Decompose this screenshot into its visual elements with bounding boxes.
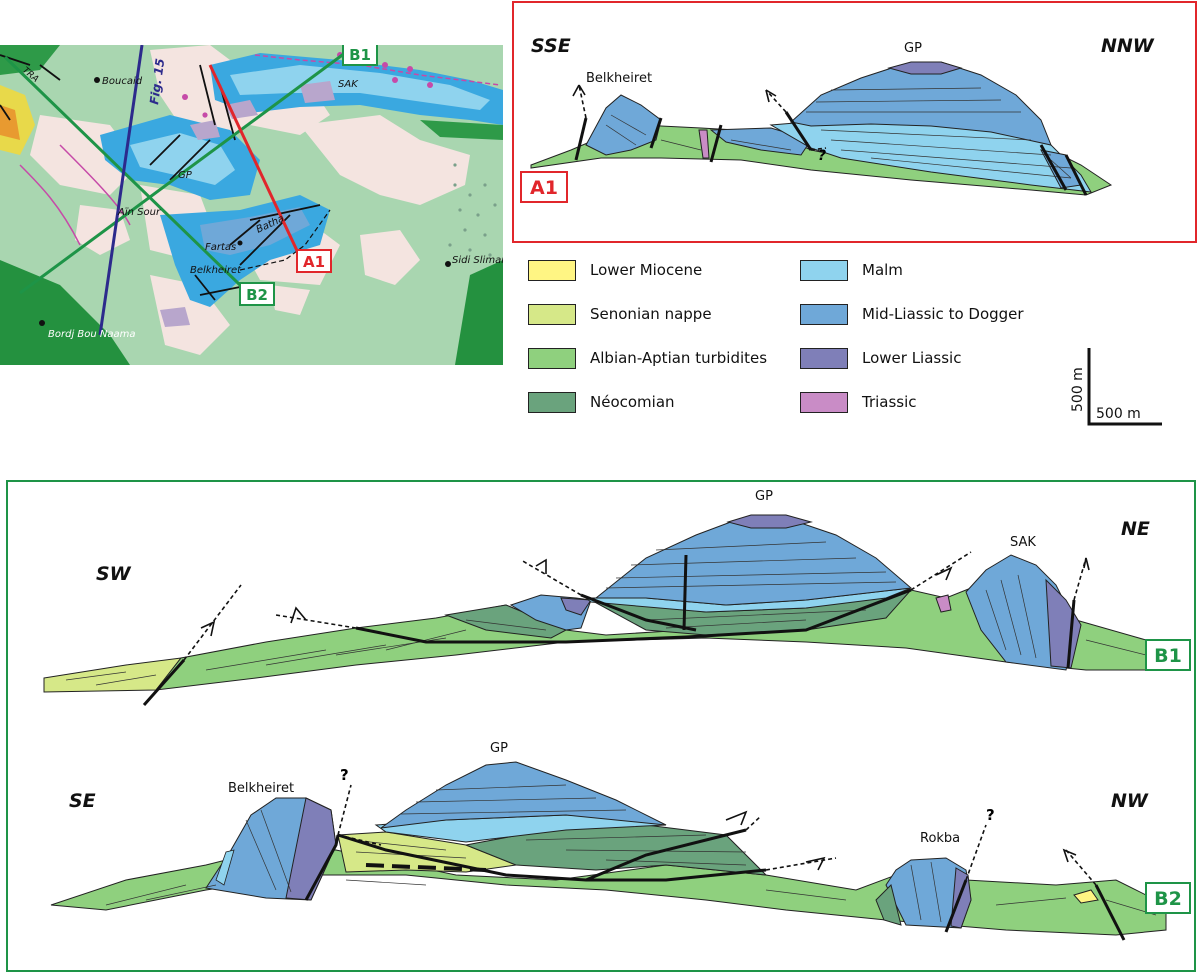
legend-item: Lower Miocene xyxy=(528,259,702,281)
a1-section-badge: A1 xyxy=(520,171,568,203)
legend-item: Triassic xyxy=(800,391,917,413)
legend: Lower Miocene Senonian nappe Albian-Apti… xyxy=(528,256,1088,426)
b1-sak-label: SAK xyxy=(1010,535,1036,550)
map-label-ain-sour: Aïn Sour xyxy=(117,207,161,218)
scale-bar: 500 m 500 m xyxy=(1070,348,1162,426)
legend-swatch-albian xyxy=(528,347,576,369)
section-b2: ? ? SE NW GP Belkheiret Rokba B2 xyxy=(50,741,1191,941)
b2-gp-label: GP xyxy=(490,741,508,756)
svg-text:B2: B2 xyxy=(1154,888,1182,910)
legend-swatch-dogger xyxy=(800,303,848,325)
legend-swatch-malm xyxy=(800,259,848,281)
legend-item: Senonian nappe xyxy=(528,303,712,325)
b2-question-mark-left: ? xyxy=(340,766,349,784)
section-line-a1 xyxy=(208,64,302,258)
section-line-b1 xyxy=(19,51,346,295)
legend-item: Malm xyxy=(800,259,903,281)
legend-swatch-neocomian xyxy=(528,391,576,413)
svg-text:B1: B1 xyxy=(349,46,371,64)
a1-left-direction: SSE xyxy=(531,35,571,57)
section-line-fig15 xyxy=(98,45,144,336)
map-label-fartas: Fartas xyxy=(205,242,236,253)
b1-gp-label: GP xyxy=(755,489,773,504)
b1-right-direction: NE xyxy=(1121,518,1150,540)
b1-section-badge: B1 xyxy=(1145,639,1191,671)
map-badge-b1: B1 xyxy=(342,45,378,66)
scale-vertical-label: 500 m xyxy=(1070,367,1086,412)
b2-rokba-label: Rokba xyxy=(920,831,960,846)
geological-map: Boucaid Fig. 15 SAK GP Aïn Sour Fartas B… xyxy=(0,45,503,365)
b1-left-direction: SW xyxy=(96,563,132,585)
svg-text:B1: B1 xyxy=(1154,645,1182,667)
legend-swatch-lower-miocene xyxy=(528,259,576,281)
map-label-sak: SAK xyxy=(338,79,359,90)
map-badge-a1: A1 xyxy=(296,249,332,273)
legend-item: Albian-Aptian turbidites xyxy=(528,347,767,369)
sections-b: SW NE GP SAK B1 xyxy=(6,480,1196,972)
svg-text:B2: B2 xyxy=(246,286,268,304)
a1-belkheiret-label: Belkheiret xyxy=(586,71,652,86)
legend-swatch-lower-liassic xyxy=(800,347,848,369)
b2-question-mark-right: ? xyxy=(986,806,995,824)
map-label-sidi-slimane: Sidi Slimane xyxy=(452,255,503,266)
legend-swatch-triassic xyxy=(800,391,848,413)
svg-text:A1: A1 xyxy=(530,177,558,199)
legend-item: Lower Liassic xyxy=(800,347,961,369)
legend-item: Néocomian xyxy=(528,391,675,413)
section-a1: SSE NNW GP Belkheiret ? A1 xyxy=(512,1,1197,243)
map-label-boucaid: Boucaid xyxy=(102,76,143,87)
map-badge-b2: B2 xyxy=(239,282,275,306)
a1-gp-label: GP xyxy=(904,41,922,56)
map-label-fig15: Fig. 15 xyxy=(147,58,167,106)
scale-horizontal-label: 500 m xyxy=(1096,406,1141,422)
section-b1: SW NE GP SAK B1 xyxy=(43,489,1191,706)
map-label-belkheiret: Belkheiret xyxy=(190,265,242,276)
legend-swatch-senonian xyxy=(528,303,576,325)
svg-text:A1: A1 xyxy=(303,253,325,271)
b2-right-direction: NW xyxy=(1111,790,1149,812)
a1-right-direction: NNW xyxy=(1101,35,1155,57)
map-label-bordj: Bordj Bou Naama xyxy=(48,329,136,340)
b2-belkheiret-label: Belkheiret xyxy=(228,781,294,796)
b2-left-direction: SE xyxy=(69,790,96,812)
b2-section-badge: B2 xyxy=(1145,882,1191,914)
map-label-gp: GP xyxy=(178,170,193,181)
a1-question-mark: ? xyxy=(818,148,826,164)
legend-item: Mid-Liassic to Dogger xyxy=(800,303,1024,325)
